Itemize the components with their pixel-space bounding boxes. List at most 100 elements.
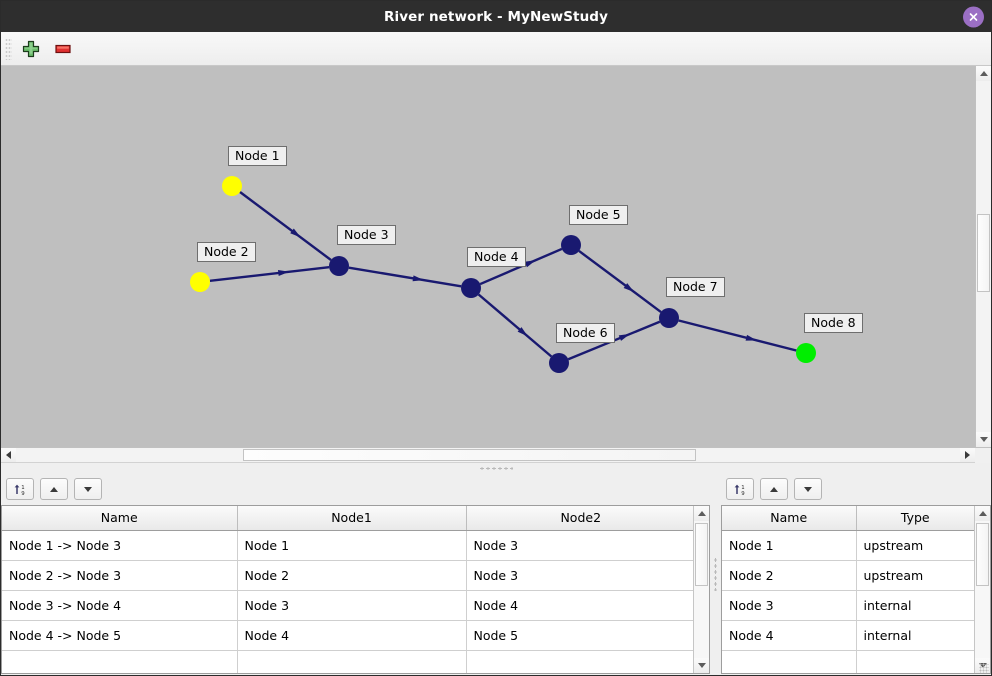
reach-edge[interactable] (678, 319, 797, 352)
nodes-table-row[interactable] (722, 650, 974, 673)
reaches-table-cell[interactable] (2, 650, 238, 673)
reaches-scroll-up-arrow-icon[interactable] (694, 506, 709, 521)
nodes-scroll-up-arrow-icon[interactable] (975, 506, 990, 521)
add-node-icon[interactable] (18, 36, 44, 62)
graph-node-node-4[interactable] (461, 278, 481, 298)
nodes-vscroll-thumb[interactable] (976, 523, 989, 587)
reaches-vscroll-track[interactable] (694, 521, 709, 658)
nodes-column-header[interactable]: Name (722, 506, 857, 531)
reaches-table-cell[interactable]: Node 3 (466, 530, 693, 561)
reach-edge[interactable] (477, 293, 553, 358)
canvas-vscroll-thumb[interactable] (977, 214, 990, 292)
nodes-table-cell[interactable] (722, 650, 857, 673)
scroll-down-arrow-icon[interactable] (976, 432, 991, 447)
nodes-table-cell[interactable]: internal (856, 590, 974, 621)
nodes-vscroll-track[interactable] (975, 521, 990, 658)
graph-node-label-node-3[interactable]: Node 3 (337, 225, 396, 245)
toolbar-drag-handle[interactable] (5, 37, 12, 60)
graph-node-node-3[interactable] (329, 256, 349, 276)
nodes-table-cell[interactable]: Node 3 (722, 590, 857, 621)
reaches-column-header[interactable]: Node2 (466, 506, 693, 531)
nodes-table-cell[interactable]: internal (856, 620, 974, 651)
sort-icon[interactable]: 1 9 (6, 478, 34, 500)
reaches-table-cell[interactable]: Node 4 (237, 620, 467, 651)
scroll-left-arrow-icon[interactable] (1, 448, 16, 462)
network-diagram-canvas[interactable]: Node 1 Node 2 Node 3 Node 4 Node 5 Node 6 Node… (1, 66, 975, 447)
nodes-column-header[interactable]: Type (856, 506, 974, 531)
graph-node-label-node-2[interactable]: Node 2 (197, 242, 256, 262)
graph-node-node-7[interactable] (659, 308, 679, 328)
graph-node-label-node-8[interactable]: Node 8 (804, 313, 863, 333)
graph-node-label-node-5[interactable]: Node 5 (569, 205, 628, 225)
nodes-table-cell[interactable]: upstream (856, 560, 974, 591)
reaches-table-cell[interactable] (237, 650, 467, 673)
scroll-up-arrow-icon[interactable] (976, 66, 991, 81)
sort-icon[interactable]: 1 9 (726, 478, 754, 500)
reaches-table-cell[interactable]: Node 2 -> Node 3 (2, 560, 238, 591)
graph-node-label-node-6[interactable]: Node 6 (556, 323, 615, 343)
graph-node-node-5[interactable] (561, 235, 581, 255)
reaches-table-cell[interactable]: Node 3 -> Node 4 (2, 590, 238, 621)
canvas-hscroll-thumb[interactable] (242, 449, 696, 461)
reaches-table-cell[interactable]: Node 4 -> Node 5 (2, 620, 238, 651)
graph-node-node-2[interactable] (190, 272, 210, 292)
reaches-table-cell[interactable]: Node 3 (466, 560, 693, 591)
move-down-icon[interactable] (74, 478, 102, 500)
canvas-vscroll-track[interactable] (976, 81, 991, 432)
scroll-right-arrow-icon[interactable] (960, 448, 975, 462)
move-down-icon[interactable] (794, 478, 822, 500)
reaches-table-row[interactable] (2, 650, 693, 673)
reaches-table-cell[interactable]: Node 4 (466, 590, 693, 621)
reaches-table-cell[interactable] (466, 650, 693, 673)
nodes-table-cell[interactable]: upstream (856, 530, 974, 561)
graph-node-label-node-1[interactable]: Node 1 (228, 146, 287, 166)
reaches-vscroll-thumb[interactable] (695, 523, 708, 587)
canvas-horizontal-scrollbar[interactable] (1, 447, 991, 463)
svg-text:1: 1 (21, 485, 24, 491)
canvas-vertical-scrollbar[interactable] (975, 66, 991, 447)
graph-node-label-node-7[interactable]: Node 7 (666, 277, 725, 297)
delete-node-icon[interactable] (50, 36, 76, 62)
window-resize-grip[interactable] (979, 663, 989, 673)
reaches-table-cell[interactable]: Node 3 (237, 590, 467, 621)
reaches-table-cell[interactable]: Node 1 -> Node 3 (2, 530, 238, 561)
graph-node-node-6[interactable] (549, 353, 569, 373)
reaches-table-cell[interactable]: Node 5 (466, 620, 693, 651)
nodes-table-cell[interactable]: Node 1 (722, 530, 857, 561)
reaches-vertical-scrollbar[interactable] (693, 506, 709, 673)
reaches-column-header[interactable]: Name (2, 506, 238, 531)
reach-edge[interactable] (209, 265, 330, 283)
nodes-table-cell[interactable]: Node 4 (722, 620, 857, 651)
move-up-icon[interactable] (40, 478, 68, 500)
close-icon[interactable] (963, 6, 984, 27)
nodes-table-cell[interactable] (856, 650, 974, 673)
nodes-vertical-scrollbar[interactable] (974, 506, 990, 673)
reaches-column-header[interactable]: Node1 (237, 506, 467, 531)
reaches-table-cell[interactable]: Node 1 (237, 530, 467, 561)
nodes-table-cell[interactable]: Node 2 (722, 560, 857, 591)
horizontal-splitter[interactable] (1, 462, 991, 473)
reach-edge[interactable] (578, 250, 662, 313)
reaches-scroll-down-arrow-icon[interactable] (694, 658, 709, 673)
graph-node-node-8[interactable] (796, 343, 816, 363)
graph-node-label-node-4[interactable]: Node 4 (467, 247, 526, 267)
reach-edge[interactable] (348, 266, 462, 288)
graph-node-node-1[interactable] (222, 176, 242, 196)
move-up-icon[interactable] (760, 478, 788, 500)
reaches-table-cell[interactable]: Node 2 (237, 560, 467, 591)
canvas-hscroll-track[interactable] (16, 448, 960, 462)
reach-edge[interactable] (239, 191, 332, 261)
vertical-splitter[interactable] (710, 473, 721, 674)
